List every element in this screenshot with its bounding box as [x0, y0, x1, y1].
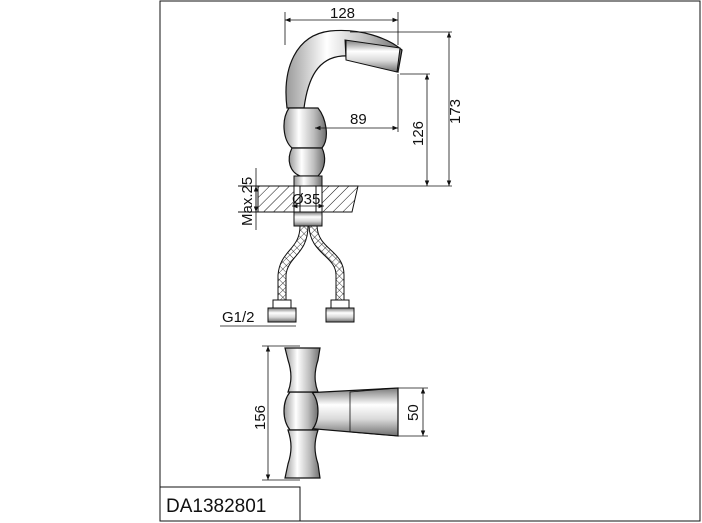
fitting-right: [330, 299, 350, 309]
dimension-lines: [220, 12, 452, 327]
base-cylinder: [293, 175, 323, 187]
deck-hatch-right: [321, 185, 359, 213]
dim-total-height: 173: [447, 99, 464, 124]
title-box: [160, 486, 301, 521]
top-handle-lower: [284, 429, 321, 479]
fitting-left: [272, 299, 292, 309]
flexible-hoses: [267, 225, 355, 323]
deck-hatch-left: [257, 185, 295, 213]
handle-lever: [288, 147, 326, 177]
page-border: [159, 0, 701, 522]
top-body: [283, 391, 319, 431]
dim-handle-offset: 89: [350, 111, 367, 128]
dim-spout-reach: 128: [330, 5, 355, 22]
faucet-side-view: [283, 29, 403, 187]
top-handle-upper: [284, 347, 321, 393]
dim-top-width: 156: [252, 405, 269, 430]
model-code: DA1382801: [166, 496, 266, 517]
dim-spout-height: 126: [410, 121, 427, 146]
top-dimension-lines: [262, 345, 428, 481]
dim-max-deck: Max.25: [239, 177, 256, 226]
faucet-top-view: [283, 347, 399, 479]
dim-base-diameter: Ø35: [292, 191, 320, 208]
mounting-nut: [293, 211, 323, 227]
hose-right: [308, 225, 345, 301]
dim-thread: G1/2: [222, 309, 255, 326]
dim-spout-width: 50: [405, 404, 422, 421]
hose-left: [277, 225, 309, 301]
